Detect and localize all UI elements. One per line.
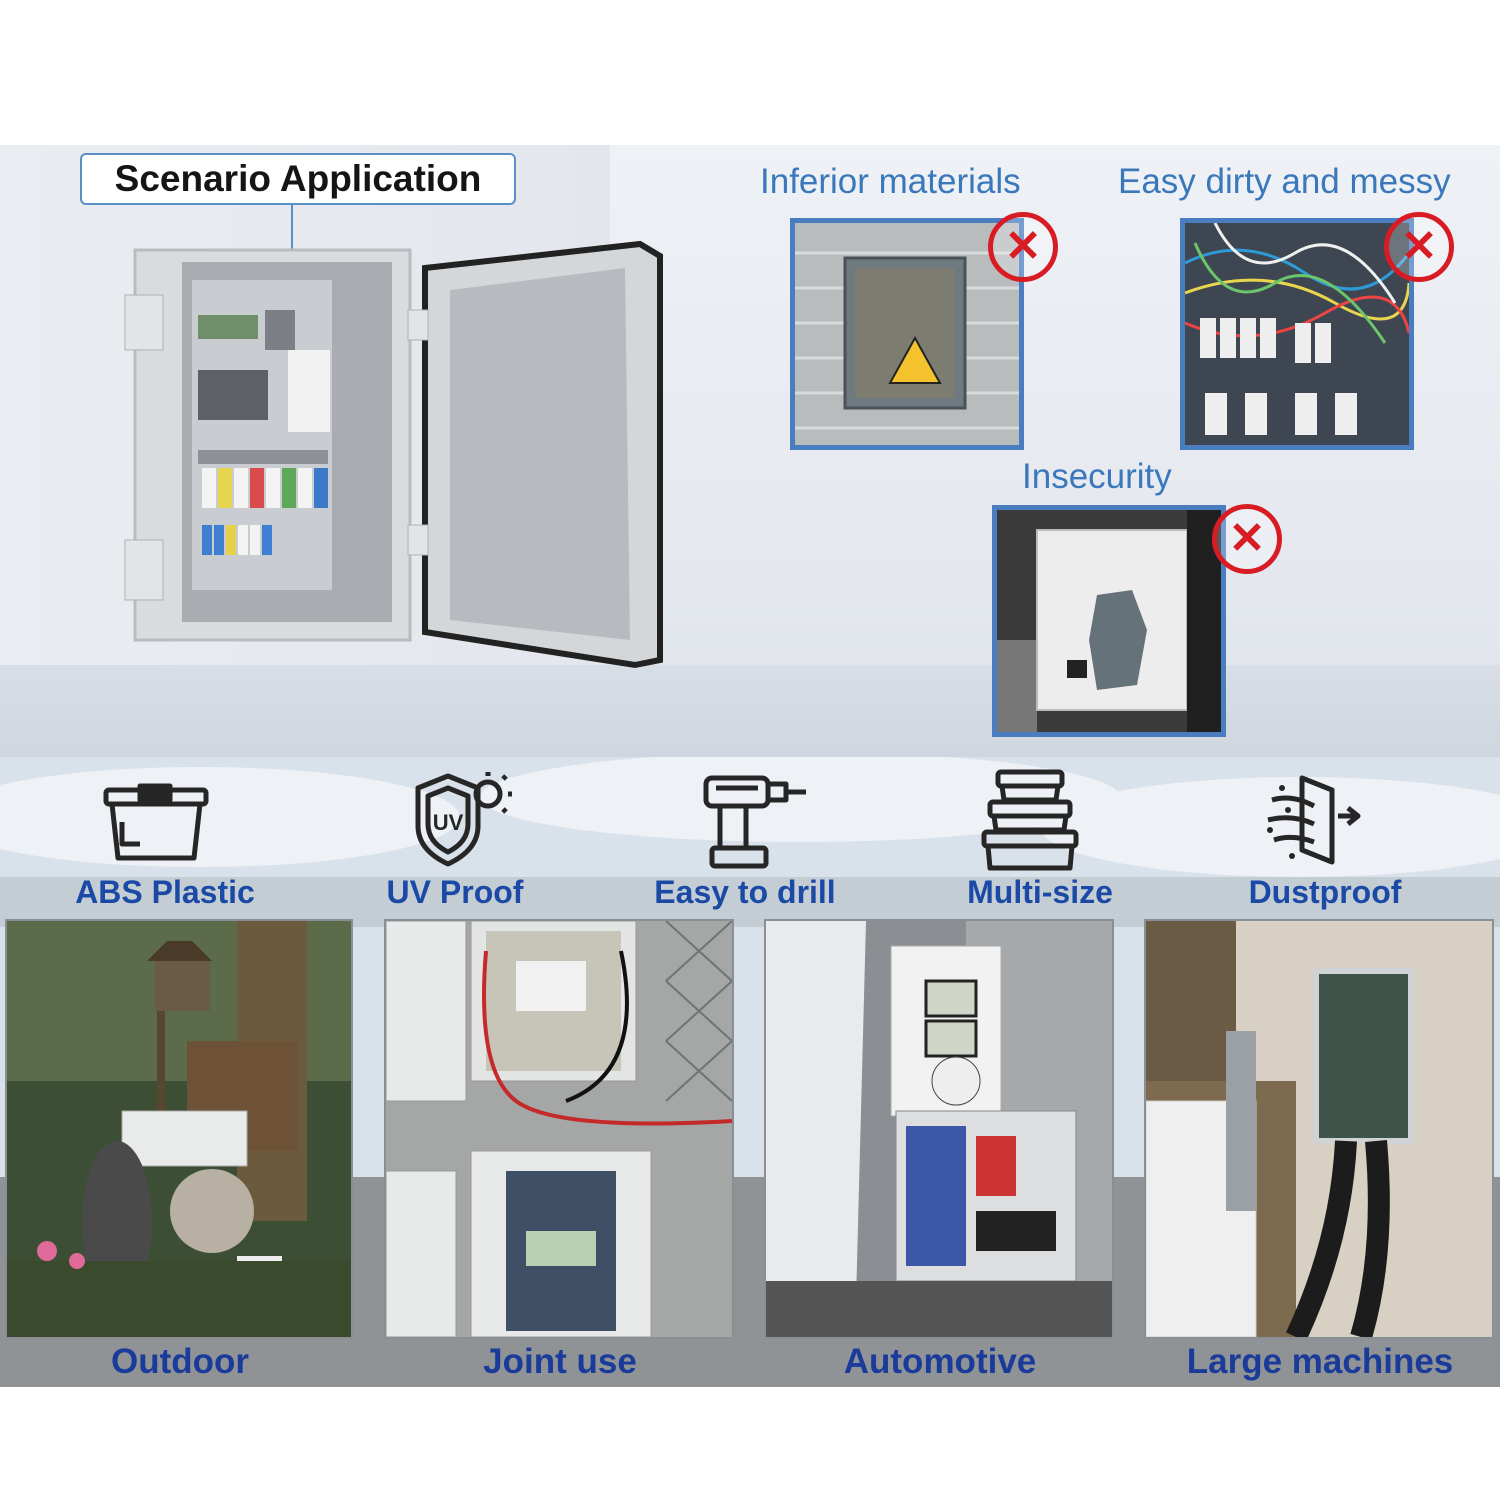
uv-shield-icon: UV: [415, 772, 512, 867]
use-joint-use: Joint use: [483, 1342, 637, 1381]
photo-easy-dirty: [1180, 218, 1414, 450]
drill-icon: [703, 775, 806, 869]
breaker-row: [202, 468, 328, 508]
door-inner-panel: [450, 268, 630, 640]
photo-large-machines: [1144, 919, 1494, 1339]
broken-hole: [1089, 590, 1147, 690]
heading-inferior-materials: Inferior materials: [760, 162, 1021, 201]
stacked-boxes-icon: [981, 769, 1079, 871]
terminal-row: [202, 525, 272, 555]
feature-abs-plastic: ABS Plastic: [75, 874, 255, 910]
photo-joint-use: [384, 919, 734, 1339]
use-automotive: Automotive: [843, 1342, 1037, 1381]
photo-outdoor: [5, 919, 353, 1339]
feature-dustproof: Dustproof: [1248, 874, 1402, 910]
photo-automotive: [764, 919, 1114, 1339]
use-outdoor: Outdoor: [110, 1342, 250, 1381]
cross-mark-icon: ✕: [988, 212, 1058, 282]
use-large-machines: Large machines: [1186, 1342, 1454, 1381]
feature-multi-size: Multi-size: [967, 874, 1113, 910]
enclosure-module: [288, 350, 330, 432]
svg-text:UV: UV: [433, 810, 464, 835]
scenario-application-label: Scenario Application: [80, 153, 516, 205]
plastic-box-icon: [103, 783, 209, 861]
hazard-sign: [888, 335, 942, 384]
feature-uv-proof: UV Proof: [386, 874, 524, 910]
heading-easy-dirty: Easy dirty and messy: [1118, 162, 1451, 201]
wall-enclosure: [1313, 968, 1414, 1144]
floor-background: [0, 665, 1500, 757]
photo-insecurity: [992, 505, 1226, 737]
cross-mark-icon: ✕: [1212, 504, 1282, 574]
photo-inferior-materials: [790, 218, 1024, 450]
feature-easy-to-drill: Easy to drill: [654, 874, 836, 910]
enclosure-illustration: [124, 240, 663, 669]
heading-insecurity: Insecurity: [1022, 457, 1172, 496]
stone-face: [170, 1169, 254, 1253]
birdhouse: [155, 961, 210, 1011]
enclosure-box: [121, 1110, 248, 1167]
cross-mark-icon: ✕: [1384, 212, 1454, 282]
dustproof-icon: [1267, 775, 1361, 865]
